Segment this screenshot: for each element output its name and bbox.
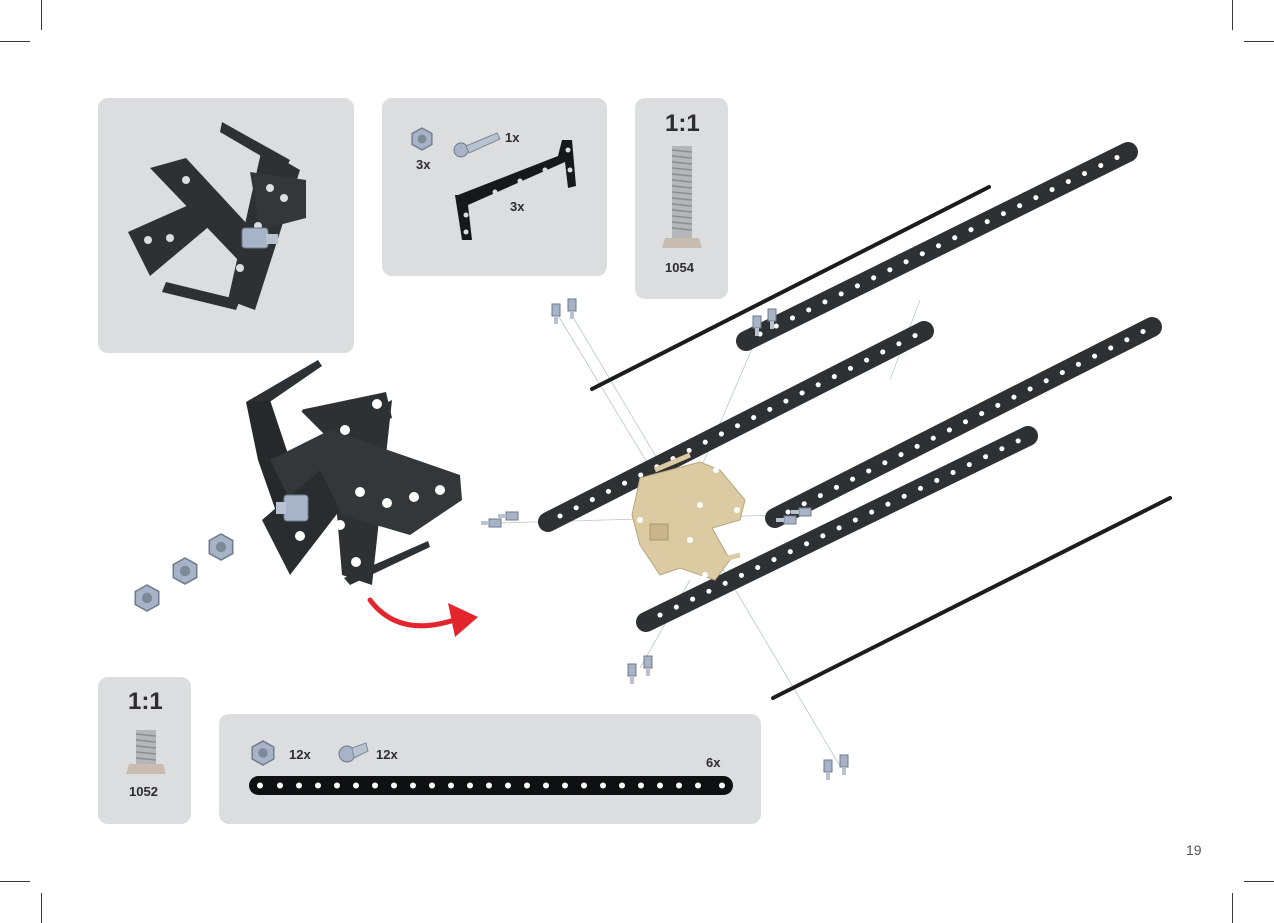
bracket-qty-label: 3x bbox=[510, 199, 525, 214]
part-number-label: 1054 bbox=[665, 260, 694, 275]
scale-label: 1:1 bbox=[665, 110, 700, 137]
crop-mark bbox=[0, 881, 30, 882]
bolt-icon bbox=[338, 742, 369, 763]
crop-mark bbox=[41, 0, 42, 30]
page-number: 19 bbox=[1186, 842, 1202, 858]
crop-mark bbox=[1244, 881, 1274, 882]
hub-assembly-icon bbox=[246, 360, 462, 585]
hex-nut-icon bbox=[172, 557, 198, 585]
rotate-arrow-icon bbox=[367, 597, 478, 637]
part-number-label: 1052 bbox=[129, 784, 158, 799]
crop-mark bbox=[1232, 0, 1233, 30]
hex-nut-icon bbox=[134, 584, 160, 612]
hex-nut-icon bbox=[208, 533, 234, 561]
hex-nut-icon bbox=[411, 127, 433, 151]
preview-hub-icon bbox=[128, 122, 306, 310]
bolt-qty-label: 1x bbox=[505, 130, 520, 145]
parts-panel-bottom bbox=[219, 714, 761, 824]
hex-nut-icon bbox=[251, 740, 275, 766]
crop-mark bbox=[41, 893, 42, 923]
bolt-icon bbox=[453, 132, 501, 158]
nut-qty-label: 3x bbox=[416, 157, 431, 172]
crop-mark bbox=[1232, 893, 1233, 923]
perforated-strip-icon bbox=[249, 776, 733, 795]
u-bracket-icon bbox=[455, 140, 576, 240]
exploded-assembly-icon bbox=[480, 142, 1172, 781]
crop-mark bbox=[1244, 41, 1274, 42]
strip-qty-label: 6x bbox=[706, 755, 721, 770]
threaded-bolt-icon bbox=[662, 146, 702, 248]
scale-label: 1:1 bbox=[128, 688, 163, 715]
bolt-qty-label: 12x bbox=[376, 747, 398, 762]
nut-qty-label: 12x bbox=[289, 747, 311, 762]
crop-mark bbox=[0, 41, 30, 42]
threaded-bolt-icon bbox=[126, 730, 166, 774]
